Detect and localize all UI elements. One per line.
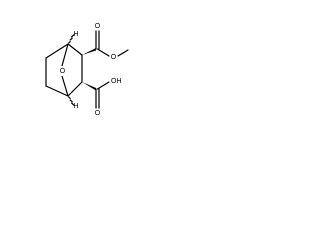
- bond-o-methyl: [117, 49, 129, 57]
- wedge-c3-acid: [82, 82, 96, 91]
- wedge-c2-ester: [82, 48, 96, 55]
- molecule-structure: O H H O O O OH: [45, 23, 129, 117]
- bond-ester-c-o: [96, 48, 110, 57]
- atom-labels: O H H O O O OH: [58, 23, 122, 117]
- bond-acid-c-oh: [96, 81, 110, 90]
- bottom-bridgehead-h-label: H: [73, 103, 78, 110]
- bond-c1-bridge-o: [61, 43, 69, 67]
- bond-bridge-o-c4: [61, 75, 69, 97]
- bond-c1-c2: [67, 43, 83, 56]
- ester-carbonyl-o-label: O: [95, 23, 101, 30]
- ester-group: [95, 30, 129, 57]
- stereo-bonds: [68, 33, 96, 107]
- bond-c3-c4: [67, 81, 83, 97]
- bicyclic-core: [45, 43, 83, 97]
- bridge-oxygen-label: O: [60, 68, 66, 75]
- bond-c6-c1: [45, 43, 69, 59]
- acid-hydroxyl-label: OH: [111, 78, 122, 85]
- hash-c1-h: [68, 33, 75, 44]
- hash-c4-h: [68, 96, 75, 107]
- acid-carbonyl-o-label: O: [95, 110, 101, 117]
- acid-group: [95, 81, 110, 109]
- bond-c4-c5: [45, 85, 69, 97]
- ester-single-o-label: O: [111, 54, 117, 61]
- top-bridgehead-h-label: H: [73, 31, 78, 38]
